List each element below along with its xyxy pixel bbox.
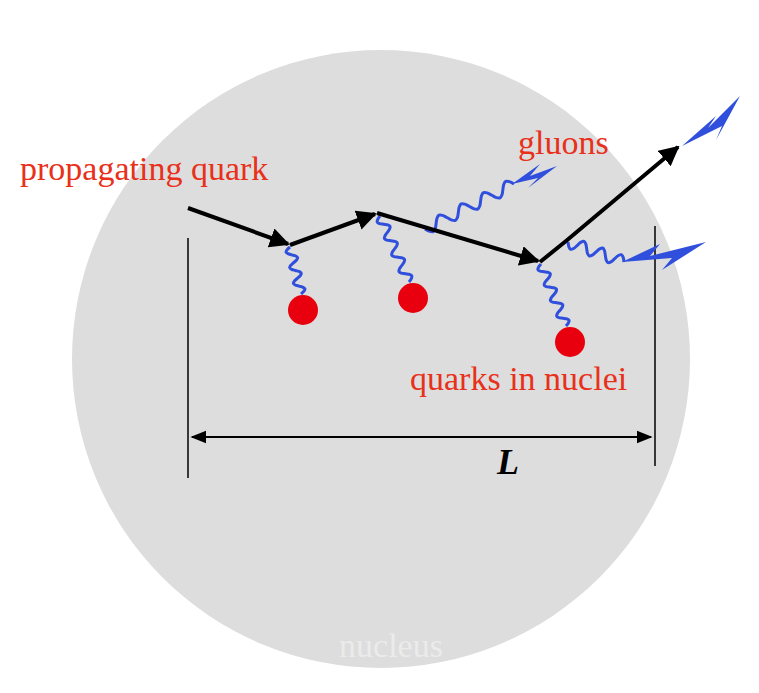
nucleus-quark [555, 327, 585, 357]
dimension-label: L [497, 443, 519, 483]
nucleus-fill [72, 50, 690, 668]
extension-line [187, 238, 189, 478]
nucleus-quark [398, 283, 428, 313]
region-label: nucleus [339, 627, 443, 664]
annotation-label: propagating quark [20, 150, 268, 187]
gluon-head [682, 96, 740, 146]
annotation-label: quarks in nuclei [410, 360, 627, 397]
dimension-arrow [192, 436, 651, 438]
extension-line [654, 226, 656, 466]
nucleus-quark [288, 295, 318, 325]
annotation-label: gluons [518, 124, 609, 161]
